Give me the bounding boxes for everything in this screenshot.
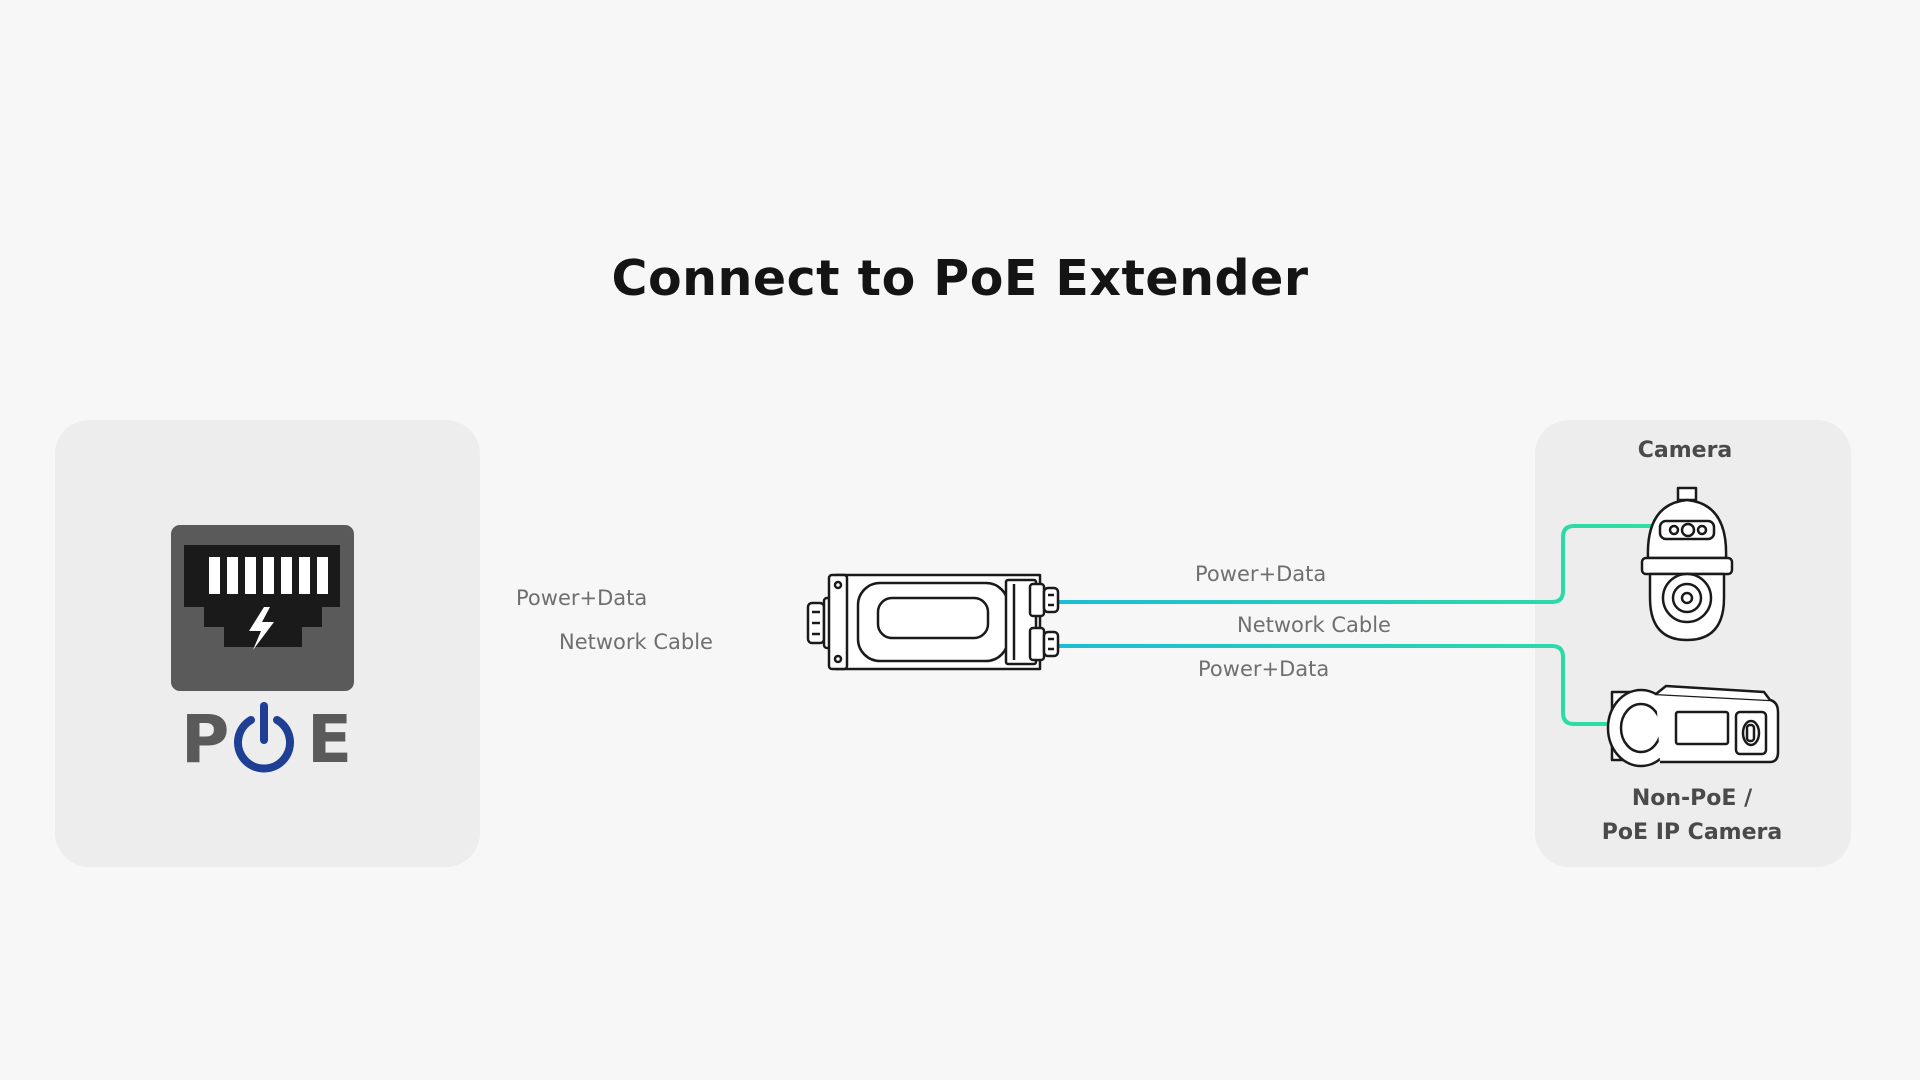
camera-heading: Camera — [1637, 438, 1733, 463]
right-bottom-power-data-label: Power+Data — [1198, 657, 1330, 681]
right-top-power-data-label: Power+Data — [1195, 562, 1327, 586]
right-top-cable — [1058, 524, 1652, 604]
right-network-cable-label: Network Cable — [1237, 613, 1391, 637]
poe-logo-letter-e: E — [307, 701, 353, 778]
left-network-cable-label: Network Cable — [559, 630, 713, 654]
poe-logo-letter-p: P — [181, 701, 230, 778]
bottom-camera-label-line2: PoE IP Camera — [1601, 820, 1783, 845]
left-power-data-label: Power+Data — [516, 586, 648, 610]
right-bottom-cable — [1058, 644, 1612, 726]
page-title: Connect to PoE Extender — [611, 250, 1309, 307]
bottom-camera-label-line1: Non-PoE / — [1631, 786, 1753, 811]
